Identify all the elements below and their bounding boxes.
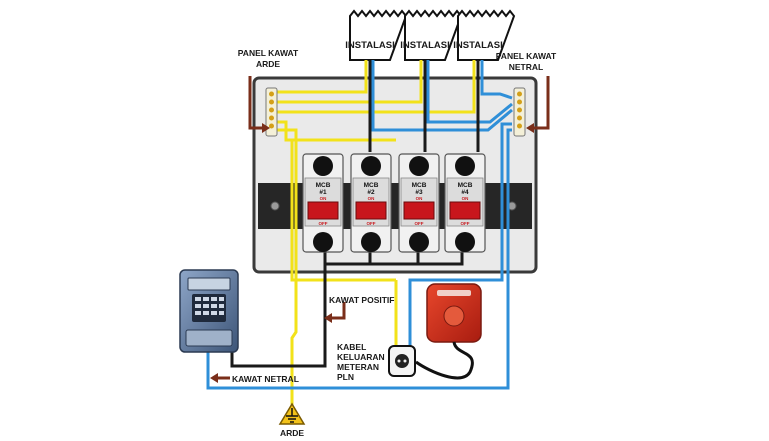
- ground-terminal-bar: [265, 87, 278, 137]
- ground-panel-arrowhead: [262, 123, 270, 133]
- meter-output-label-line1: KABEL: [337, 342, 366, 352]
- installation-label-3: INSTALASI: [453, 40, 502, 51]
- installation-label-2: INSTALASI: [400, 40, 449, 51]
- meter-output-label-line3: METERAN: [337, 362, 379, 372]
- breaker-off-label: OFF: [461, 221, 470, 226]
- rail-screw-left: [270, 201, 280, 211]
- positive-wire-arrowhead: [324, 313, 332, 323]
- breaker-number-label: #3: [415, 189, 423, 196]
- meter-output-label-line4: PLN: [337, 372, 354, 382]
- breaker-name-label: MCB: [364, 182, 379, 189]
- installation-label-1: INSTALASI: [345, 40, 394, 51]
- panel-neutral-label-line1: PANEL KAWAT: [496, 51, 557, 61]
- installation-box-2: INSTALASI: [400, 9, 463, 61]
- breaker-number-label: #4: [461, 189, 469, 196]
- kwh-meter-icon: [179, 269, 239, 353]
- breaker-mcb-2: MCB#2ON OFF: [350, 153, 392, 253]
- breaker-off-label: OFF: [367, 221, 376, 226]
- neutral-panel-arrowhead: [526, 123, 534, 133]
- panel-ground-label-line2: ARDE: [256, 59, 280, 69]
- positive-wire-arrow: [332, 302, 346, 320]
- breaker-toggle-switch: [307, 201, 339, 220]
- breaker-toggle-switch: [355, 201, 387, 220]
- breaker-name-label: MCB: [458, 182, 473, 189]
- breaker-off-label: OFF: [415, 221, 424, 226]
- panel-ground-label-line1: PANEL KAWAT: [238, 48, 299, 58]
- neutral-wires: [206, 60, 513, 390]
- ground-panel-arrow: [248, 76, 262, 130]
- din-rail: [258, 183, 532, 229]
- breaker-off-label: OFF: [319, 221, 328, 226]
- positive-wire-label: KAWAT POSITIF: [329, 295, 394, 305]
- breaker-toggle-switch: [403, 201, 435, 220]
- breaker-mcb-3: MCB#3ON OFF: [398, 153, 440, 253]
- breaker-toggle-switch: [449, 201, 481, 220]
- breaker-on-label: ON: [320, 196, 327, 201]
- breaker-on-label: ON: [416, 196, 423, 201]
- surge-device-icon: [415, 283, 482, 380]
- ground-wires: [276, 60, 476, 408]
- neutral-panel-arrow: [534, 76, 550, 130]
- breaker-mcb-4: MCB#4ON OFF: [444, 153, 486, 253]
- breaker-on-label: ON: [462, 196, 469, 201]
- breaker-number-label: #2: [367, 189, 375, 196]
- installation-box-1: INSTALASI: [345, 9, 408, 61]
- breaker-mcb-1: MCB#1ON OFF: [302, 153, 344, 253]
- neutral-terminal-bar: [513, 87, 526, 137]
- ground-symbol-label: ARDE: [280, 428, 304, 438]
- installation-box-3: INSTALASI: [453, 9, 516, 61]
- neutral-wire-label: KAWAT NETRAL: [232, 374, 299, 384]
- panel-neutral-label-line2: NETRAL: [509, 62, 543, 72]
- breaker-name-label: MCB: [316, 182, 331, 189]
- breaker-number-label: #1: [319, 189, 327, 196]
- meter-output-label-line2: KELUARAN: [337, 352, 385, 362]
- neutral-wire-arrowhead: [210, 373, 218, 383]
- ground-symbol-icon: [278, 402, 306, 425]
- breaker-name-label: MCB: [412, 182, 427, 189]
- breaker-on-label: ON: [368, 196, 375, 201]
- power-plug-icon: [388, 345, 416, 377]
